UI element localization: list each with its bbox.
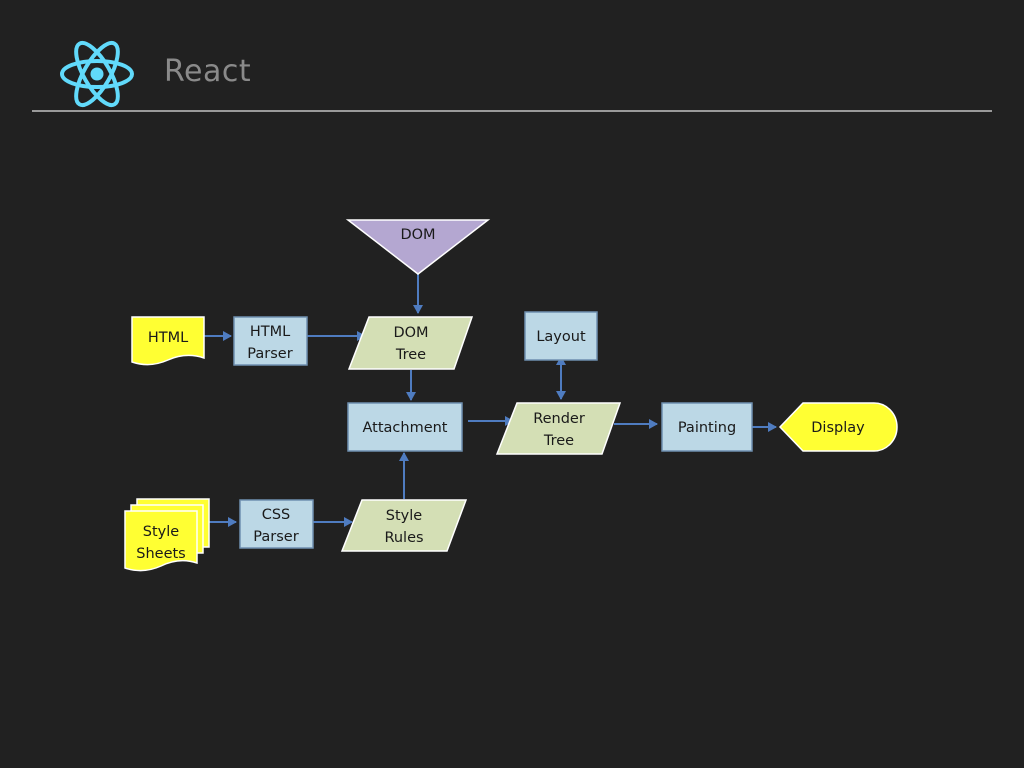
node-attachment: Attachment	[347, 402, 463, 452]
node-html-parser-label-line2: Parser	[247, 346, 292, 362]
node-attachment-label: Attachment	[362, 420, 447, 436]
node-display-label: Display	[811, 420, 865, 436]
node-display: Display	[778, 402, 898, 452]
node-painting-label: Painting	[678, 420, 736, 436]
node-layout: Layout	[524, 311, 598, 361]
node-render-tree-label-line1: Render	[533, 411, 585, 427]
node-render-tree: Render Tree	[495, 402, 622, 455]
node-dom-tree-label-line2: Tree	[395, 347, 426, 363]
node-css-parser-label-line2: Parser	[253, 529, 298, 545]
node-style-rules: Style Rules	[340, 499, 468, 552]
node-dom: DOM	[345, 219, 491, 275]
node-dom-tree: DOM Tree	[347, 316, 474, 370]
node-layout-label: Layout	[536, 329, 586, 345]
node-html: HTML	[131, 316, 205, 366]
node-style-sheets: Style Sheets	[124, 498, 210, 572]
node-dom-label: DOM	[400, 227, 435, 243]
node-html-label: HTML	[148, 330, 188, 346]
header-divider	[32, 110, 992, 112]
node-style-sheets-label-line1: Style	[143, 524, 179, 540]
node-html-parser: HTML Parser	[233, 316, 308, 366]
node-dom-tree-label-line1: DOM	[393, 325, 428, 341]
react-atom-icon	[60, 40, 134, 107]
node-html-parser-label-line1: HTML	[250, 324, 290, 340]
node-css-parser: CSS Parser	[239, 499, 314, 549]
node-style-rules-label-line2: Rules	[384, 530, 423, 546]
node-render-tree-label-line2: Tree	[543, 433, 574, 449]
node-painting: Painting	[661, 402, 753, 452]
node-css-parser-label-line1: CSS	[262, 507, 291, 523]
node-style-rules-label-line1: Style	[386, 508, 422, 524]
node-style-sheets-label-line2: Sheets	[136, 546, 185, 562]
page-title: React	[164, 54, 252, 89]
